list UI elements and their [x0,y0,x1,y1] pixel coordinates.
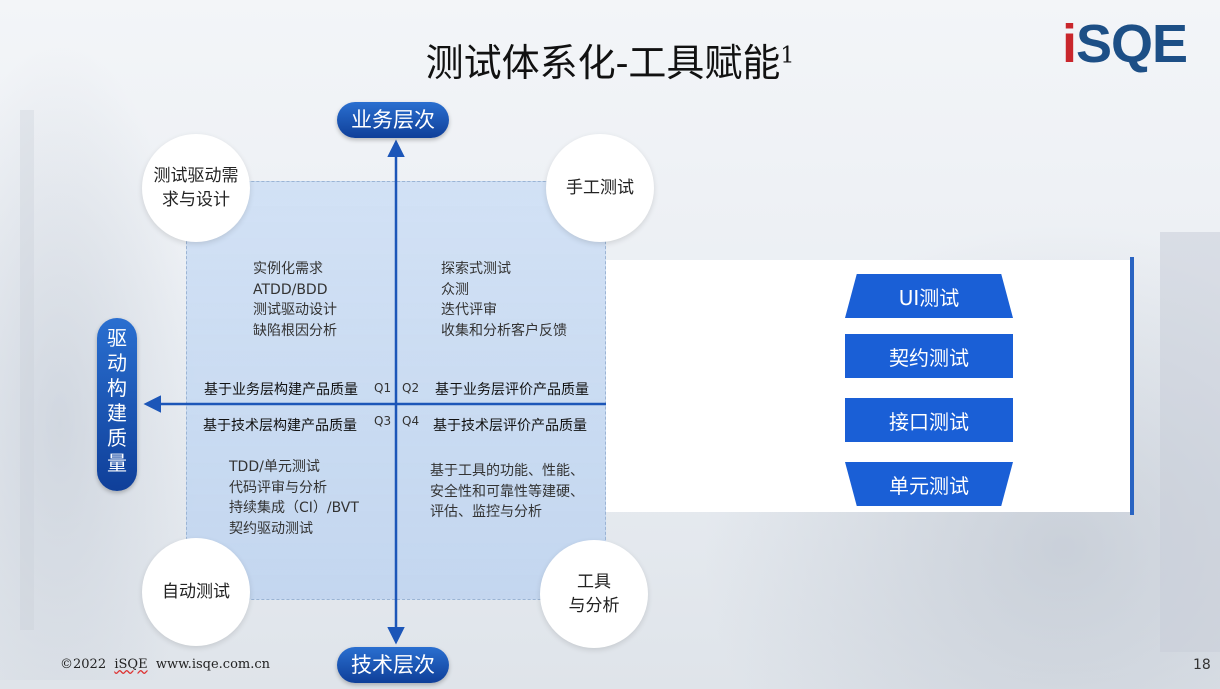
quadrant-label-q2: Q2 [402,381,420,395]
level-unit-test: 单元测试 [845,462,1013,506]
list-item: 安全性和可靠性等建硬、 [430,483,584,500]
circle-tools-analysis: 工具与分析 [540,540,648,648]
circle-tdd-requirements: 测试驱动需求与设计 [142,134,250,242]
list-item: 缺陷根因分析 [253,322,337,339]
label-evaluate-business: 基于业务层评价产品质量 [435,382,589,398]
quadrant-label-q1: Q1 [374,381,392,395]
background-tower [20,110,34,630]
footer-url: www.isqe.com.cn [155,657,271,672]
label-build-business: 基于业务层构建产品质量 [204,382,358,398]
quadrant-label-q3: Q3 [374,414,392,428]
quadrant-label-q4: Q4 [402,414,420,428]
level-ui-test: UI测试 [845,274,1013,318]
list-item: 探索式测试 [441,261,511,277]
list-item: 代码评审与分析 [229,479,327,496]
axis-label-business-level: 业务层次 [337,102,449,138]
axis-label-drive-quality: 驱 动 构 建 质 量 [97,318,137,491]
page-number: 18 [1193,657,1211,673]
list-item: 实例化需求 [253,261,323,277]
quadrant-list-bottom-right: 基于工具的功能、性能、 安全性和可靠性等建硬、 评估、监控与分析 [430,461,584,523]
list-item: 契约驱动测试 [229,520,313,537]
footer: ©2022 iSQE www.isqe.com.cn [60,657,271,672]
quadrant-list-bottom-left: TDD/单元测试 代码评审与分析 持续集成（CI）/BVT 契约驱动测试 [229,457,359,539]
level-contract-test: 契约测试 [845,334,1013,378]
quadrant-list-top-left: 实例化需求 ATDD/BDD 测试驱动设计 缺陷根因分析 [253,259,337,341]
list-item: 持续集成（CI）/BVT [229,500,359,516]
list-item: TDD/单元测试 [229,459,320,475]
list-item: 评估、监控与分析 [430,504,542,520]
page-title: 测试体系化-工具赋能1 [425,41,795,85]
axis-label-technical-level: 技术层次 [337,647,449,683]
circle-automated-testing: 自动测试 [142,538,250,646]
list-item: 基于工具的功能、性能、 [430,463,584,479]
list-item: 众测 [441,281,469,298]
list-item: 收集和分析客户反馈 [441,322,567,339]
label-build-technical: 基于技术层构建产品质量 [203,418,357,434]
list-item: 迭代评审 [441,302,497,318]
level-interface-test: 接口测试 [845,398,1013,442]
list-item: ATDD/BDD [253,281,328,298]
quadrant-list-top-right: 探索式测试 众测 迭代评审 收集和分析客户反馈 [441,259,567,341]
background-building [1160,232,1220,652]
label-evaluate-technical: 基于技术层评价产品质量 [433,418,587,434]
list-item: 测试驱动设计 [253,302,337,318]
circle-manual-testing: 手工测试 [546,134,654,242]
panel-accent-bar [1130,257,1134,515]
